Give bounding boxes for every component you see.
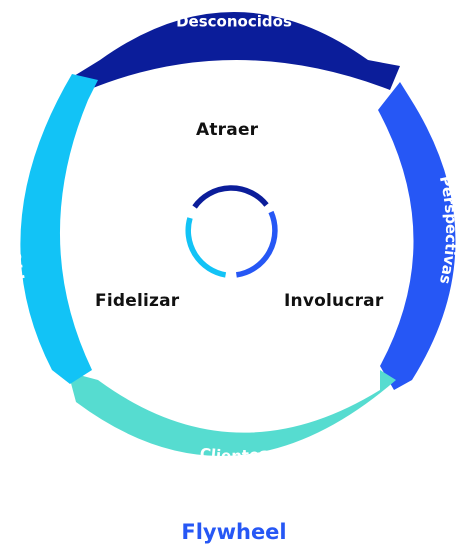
segment-desconocidos-arrow xyxy=(74,12,400,90)
segment-label-clientes: Clientes xyxy=(199,444,270,465)
segment-clientes-arrow xyxy=(68,370,396,456)
stage-label-attract: Atraer xyxy=(196,120,259,140)
inner-arc-engage xyxy=(235,210,278,278)
segment-promotores-arrow xyxy=(20,74,98,384)
segment-perspectivas-arrow xyxy=(378,82,456,390)
stage-label-engage: Involucrar xyxy=(284,291,384,311)
segment-label-desconocidos: Desconocidos xyxy=(176,13,292,31)
inner-arc-delight xyxy=(185,217,227,278)
diagram-title: Flywheel xyxy=(181,520,287,544)
inner-arc-attract xyxy=(192,185,269,209)
segment-label-promotores: Promotores xyxy=(6,180,29,282)
stage-label-delight: Fidelizar xyxy=(95,291,180,311)
